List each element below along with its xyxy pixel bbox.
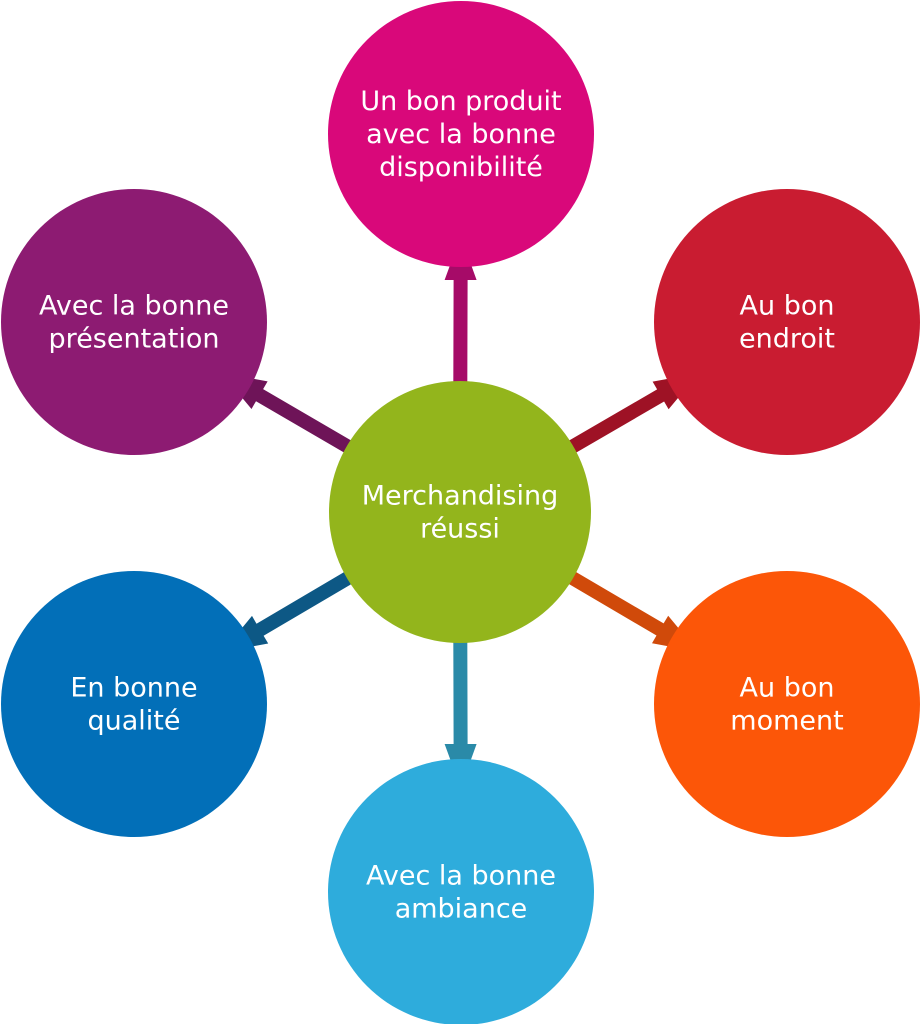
arrow-bottom bbox=[444, 637, 477, 788]
label-line: Avec la bonne bbox=[39, 291, 229, 322]
label-line: endroit bbox=[739, 324, 835, 355]
label-line: Un bon produit bbox=[360, 86, 561, 117]
label-line: avec la bonne bbox=[366, 119, 556, 150]
label-line: disponibilité bbox=[379, 152, 543, 183]
node-circle-upper-left bbox=[1, 189, 267, 455]
arrows-layer bbox=[221, 236, 699, 788]
label-line: ambiance bbox=[395, 894, 528, 925]
label-line: En bonne bbox=[70, 673, 197, 704]
node-circle-top bbox=[328, 1, 594, 267]
label-line: Au bon bbox=[740, 673, 835, 704]
arrow-top bbox=[444, 236, 477, 387]
arrow-upper-left bbox=[221, 373, 356, 456]
node-circle-upper-right bbox=[654, 189, 920, 455]
label-line: réussi bbox=[420, 514, 500, 545]
label-line: qualité bbox=[88, 706, 181, 737]
label-line: Merchandising bbox=[362, 481, 559, 512]
center-circle bbox=[329, 381, 591, 643]
label-line: moment bbox=[730, 706, 843, 737]
node-circle-bottom bbox=[328, 759, 594, 1024]
node-circle-lower-left bbox=[1, 571, 267, 837]
node-circle-lower-right bbox=[654, 571, 920, 837]
label-line: présentation bbox=[49, 324, 220, 355]
arrow-lower-right bbox=[564, 569, 698, 652]
label-line: Avec la bonne bbox=[366, 861, 556, 892]
label-line: Au bon bbox=[740, 291, 835, 322]
arrow-upper-right bbox=[564, 373, 699, 456]
arrow-lower-left bbox=[222, 569, 356, 653]
